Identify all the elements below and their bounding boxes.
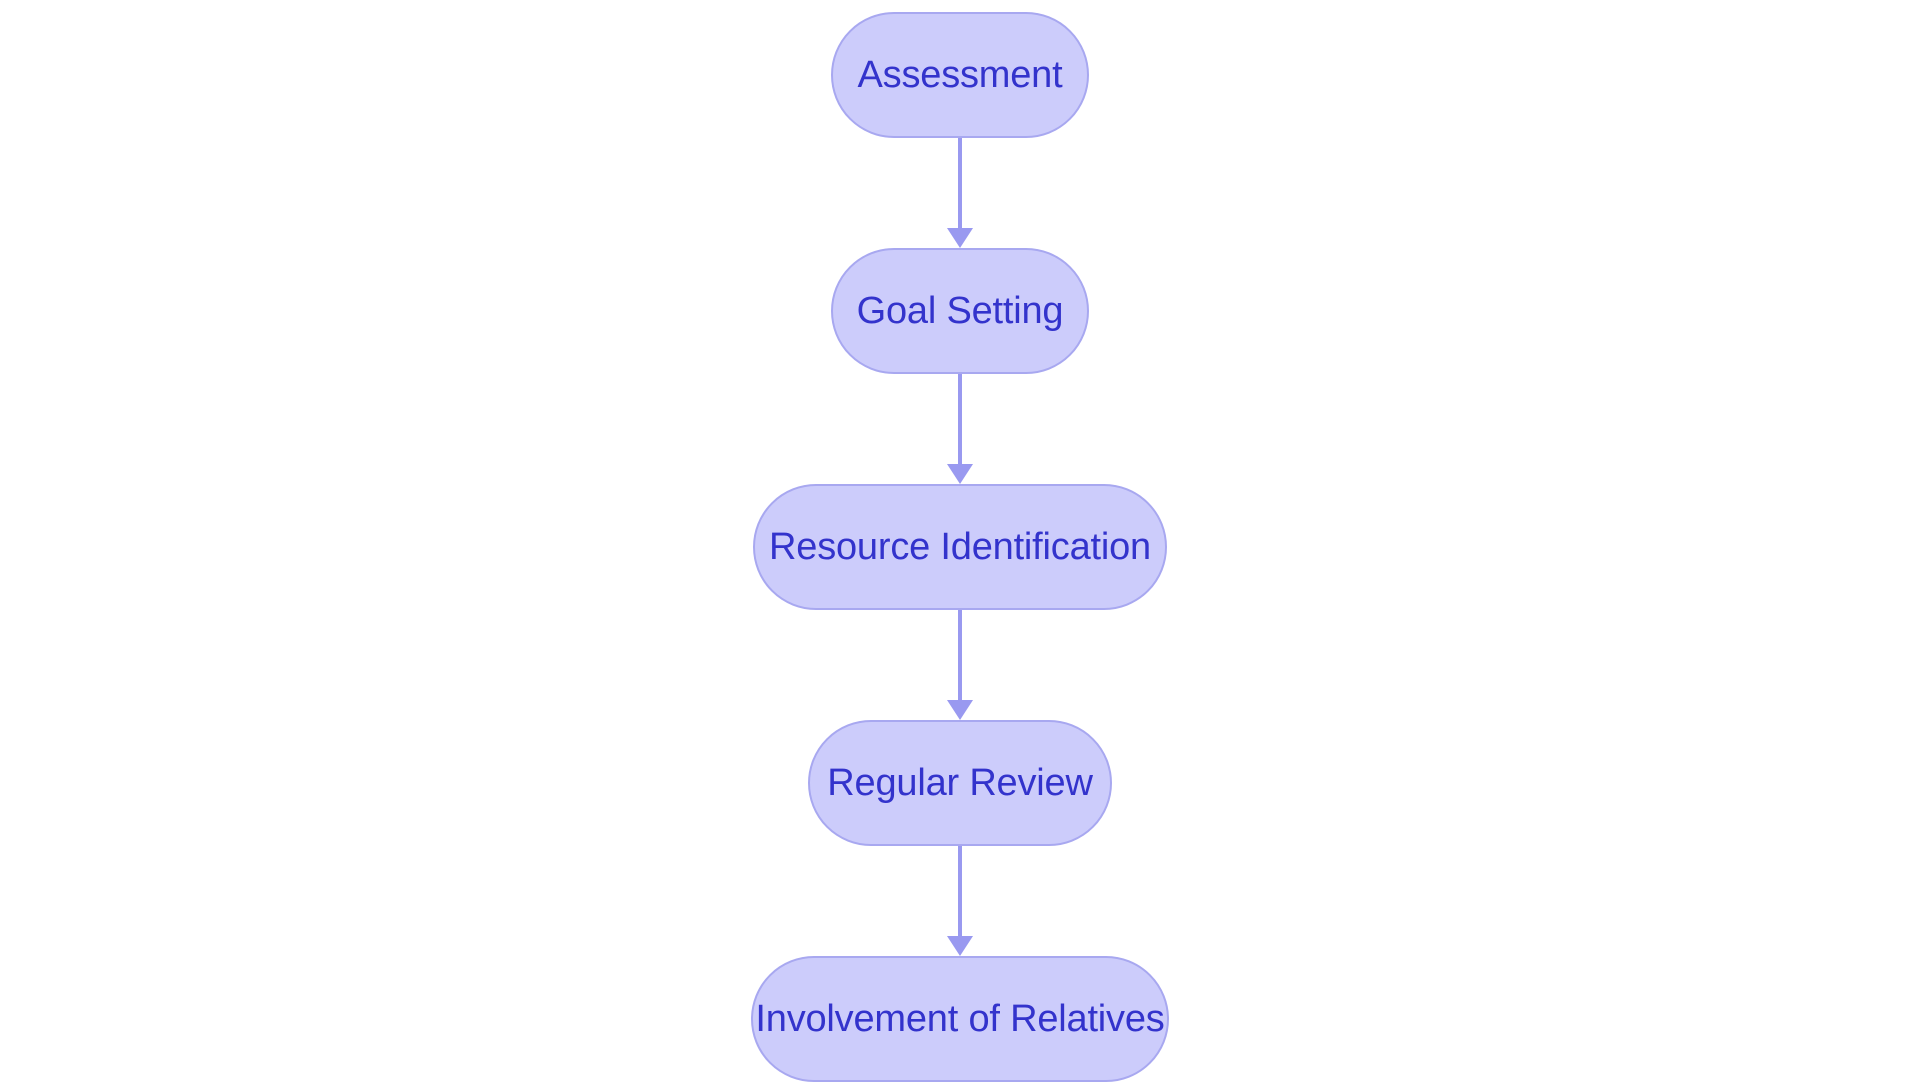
flow-node-resource-identification[interactable]: Resource Identification [753,484,1167,610]
connector-line [958,138,962,228]
flow-node-involvement-of-relatives[interactable]: Involvement of Relatives [751,956,1169,1082]
connector-line [958,846,962,936]
flow-node-label: Resource Identification [769,526,1151,568]
flow-node-regular-review[interactable]: Regular Review [808,720,1112,846]
flow-node-label: Goal Setting [856,290,1064,332]
flow-connector-assessment-to-goal-setting [945,138,975,248]
top-spacer [960,0,961,12]
arrow-down-icon [947,228,973,248]
flow-node-label: Assessment [857,54,1063,96]
flow-connector-regular-review-to-involvement-of-relatives [945,846,975,956]
flow-node-label: Regular Review [827,762,1093,804]
arrow-down-icon [947,700,973,720]
connector-line [958,374,962,464]
arrow-down-icon [947,936,973,956]
arrow-down-icon [947,464,973,484]
flow-node-label: Involvement of Relatives [755,998,1165,1040]
connector-line [958,610,962,700]
flow-node-assessment[interactable]: Assessment [831,12,1089,138]
flow-connector-goal-setting-to-resource-identification [945,374,975,484]
flow-node-goal-setting[interactable]: Goal Setting [831,248,1089,374]
flow-connector-resource-identification-to-regular-review [945,610,975,720]
